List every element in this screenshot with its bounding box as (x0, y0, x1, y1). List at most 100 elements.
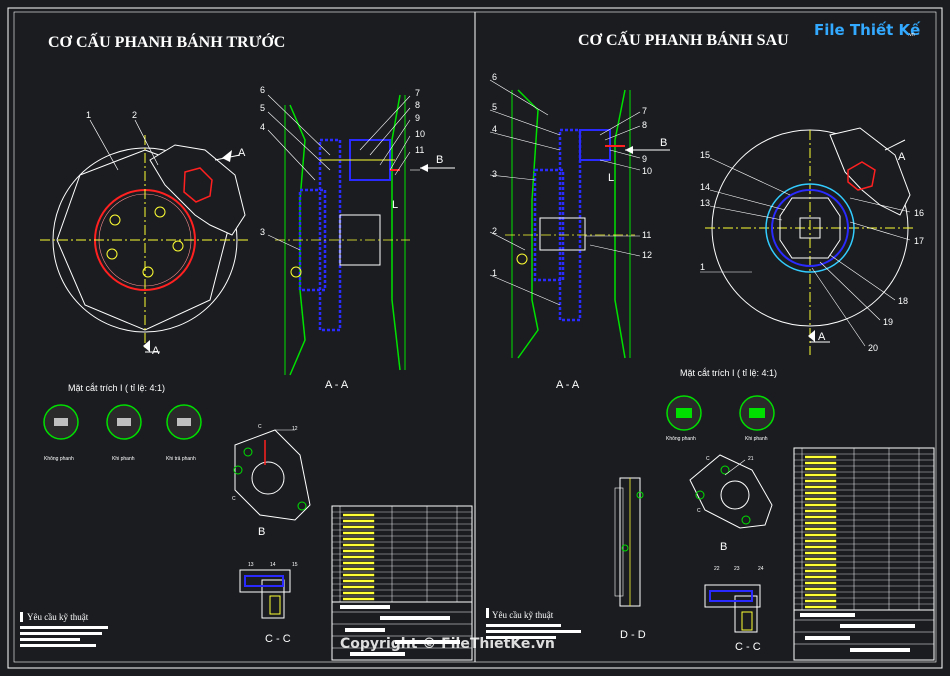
table-cell-mark (343, 585, 375, 589)
front-part-5: 5 (260, 103, 265, 113)
table-cell-mark (805, 485, 837, 489)
rear-part-9: 9 (642, 154, 647, 164)
front-disc-view: 1 2 A A (40, 110, 250, 357)
table-cell-mark (805, 593, 837, 597)
rear-part-16: 16 (914, 208, 924, 218)
table-cell-mark (805, 455, 837, 459)
table-cell-mark (343, 519, 375, 523)
rear-requirements-lines (486, 624, 581, 639)
rear-part-22: 22 (714, 566, 720, 572)
front-view-l: L (392, 199, 398, 211)
rear-part-5: 5 (492, 102, 497, 112)
table-cell-mark (805, 545, 837, 549)
site-logo: File Thiết Kế .vn (812, 16, 922, 42)
table-cell-mark (343, 597, 375, 601)
front-state-0: Không phanh (44, 456, 74, 462)
front-part-14: 14 (270, 562, 276, 568)
rear-part-18: 18 (898, 296, 908, 306)
front-part-2: 2 (132, 110, 137, 120)
front-part-1: 1 (86, 110, 91, 120)
rear-part-24: 24 (758, 566, 764, 572)
table-cell-mark (805, 599, 837, 603)
table-cell-mark (343, 555, 375, 559)
front-requirements-lines (20, 626, 108, 647)
rear-cut-title: Mặt cắt trích I ( tỉ lệ: 4:1) (680, 368, 777, 378)
table-cell-mark (343, 525, 375, 529)
rear-part-17: 17 (914, 236, 924, 246)
table-cell-mark (343, 549, 375, 553)
rear-title-block (793, 447, 935, 661)
rear-requirements: Yêu cầu kỹ thuật (492, 610, 554, 620)
inner-border (13, 11, 937, 663)
rear-section-dd: D - D (614, 477, 646, 641)
rear-part-2: 2 (492, 226, 497, 236)
logo-suffix: .vn (908, 32, 915, 38)
rear-part-15: 15 (700, 150, 710, 160)
table-cell-mark (805, 581, 837, 585)
rear-part-7: 7 (642, 106, 647, 116)
rear-part-11: 11 (642, 230, 651, 240)
table-cell-mark (805, 491, 837, 495)
rear-section-b-label: B (720, 541, 727, 553)
front-view-a-bottom: A (152, 345, 160, 357)
table-cell-mark (343, 591, 375, 595)
rear-state-1: Khi phanh (745, 436, 768, 442)
front-title-block (331, 505, 473, 661)
front-part-15: 15 (292, 562, 298, 568)
table-cell-mark (343, 531, 375, 535)
rear-section-cc-label: C - C (735, 641, 761, 653)
front-view-c2: C (232, 496, 236, 502)
table-cell-mark (805, 587, 837, 591)
table-cell-mark (805, 509, 837, 513)
front-part-12: 12 (292, 426, 298, 432)
front-view-a-top: A (238, 147, 246, 159)
table-cell-mark (805, 575, 837, 579)
table-cell-mark (805, 551, 837, 555)
rear-part-6: 6 (492, 72, 497, 82)
front-section-b-label: B (258, 526, 265, 538)
front-part-9: 9 (415, 113, 420, 123)
front-part-11: 11 (415, 145, 424, 155)
rear-view-a-top: A (898, 151, 906, 163)
front-state-1: Khi phanh (112, 456, 135, 462)
table-cell-mark (343, 567, 375, 571)
table-cell-mark (805, 473, 837, 477)
table-cell-mark (805, 533, 837, 537)
front-view-b-detail: 12 C C B (232, 424, 311, 538)
front-section-cc: 13 14 15 C - C (239, 562, 298, 645)
rear-view-b-detail: 21 C C B (689, 454, 773, 553)
rear-part-12: 12 (642, 250, 652, 260)
rear-drum-view: 15 14 13 1 16 17 18 19 20 A A (700, 127, 924, 355)
table-cell-mark (343, 561, 375, 565)
table-cell-mark (805, 503, 837, 507)
table-cell-mark (805, 461, 837, 465)
rear-state-0: Không phanh (666, 436, 696, 442)
table-cell-mark (805, 467, 837, 471)
rear-part-23: 23 (734, 566, 740, 572)
table-cell-mark (805, 539, 837, 543)
table-cell-mark (805, 521, 837, 525)
table-cell-mark (805, 527, 837, 531)
table-cell-mark (805, 569, 837, 573)
table-cell-mark (343, 543, 375, 547)
front-view-c1: C (258, 424, 262, 430)
rear-view-c2: C (697, 508, 701, 514)
table-cell-mark (805, 479, 837, 483)
table-cell-mark (805, 497, 837, 501)
rear-part-21: 21 (748, 456, 754, 462)
rear-part-14: 14 (700, 182, 710, 192)
rear-section-cc: 22 23 24 C - C (704, 566, 764, 653)
front-part-4: 4 (260, 122, 265, 132)
front-section-cc-label: C - C (265, 633, 291, 645)
rear-part-1: 1 (492, 268, 497, 278)
front-requirements: Yêu cầu kỹ thuật (27, 612, 89, 622)
table-cell-mark (343, 579, 375, 583)
table-cell-mark (805, 515, 837, 519)
front-cut-title: Mặt cắt trích I ( tỉ lệ: 4:1) (68, 383, 165, 393)
copyright-watermark: Copyright © FileThietKe.vn (340, 636, 555, 652)
logo-text: File Thiết Kế (814, 20, 921, 39)
front-state-2: Khi trả phanh (166, 456, 196, 462)
front-section-aa: 6 5 4 3 7 8 9 10 11 B L A - A (260, 85, 455, 391)
table-cell-mark (343, 513, 375, 517)
rear-part-19: 19 (883, 317, 893, 327)
